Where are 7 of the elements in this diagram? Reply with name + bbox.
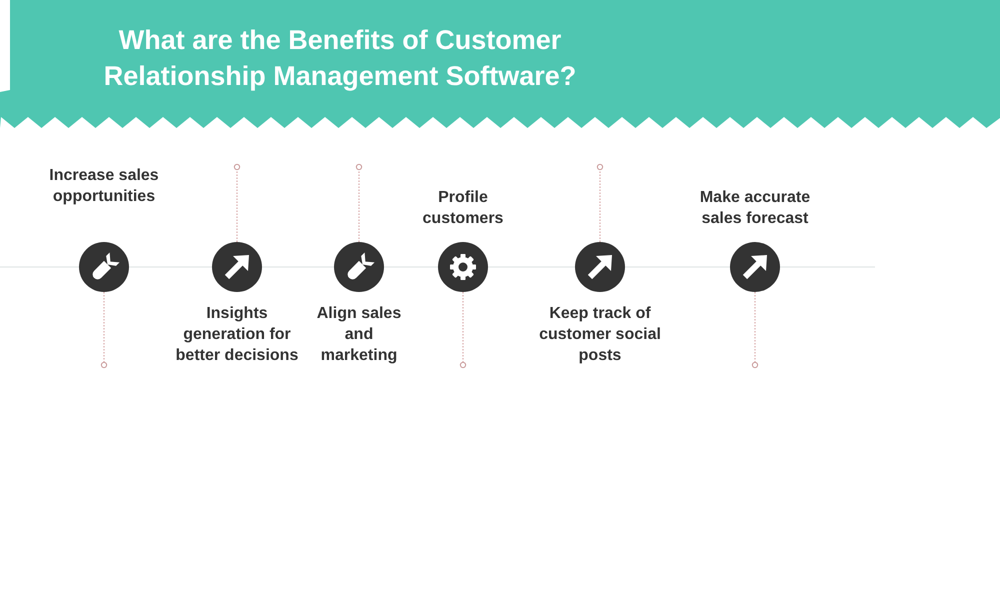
benefit-label: Make accurate sales forecast xyxy=(698,188,812,229)
benefit-label: Insights generation for better decisions xyxy=(174,304,300,366)
benefit-label: Align sales and marketing xyxy=(316,304,402,366)
title: What are the Benefits of Customer Relationship Management Software? xyxy=(102,24,578,93)
benefit-label: Keep track of customer social posts xyxy=(538,304,662,366)
benefit-label: Increase sales opportunities xyxy=(48,166,160,207)
benefit-label: Profile customers xyxy=(422,188,504,229)
